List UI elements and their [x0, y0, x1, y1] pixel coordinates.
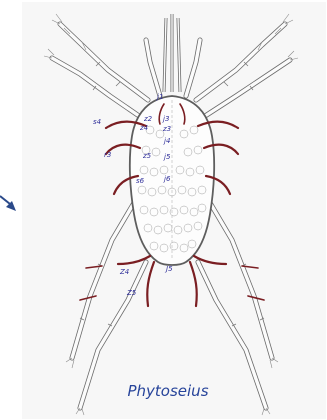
- label-z4: z4: [139, 124, 148, 132]
- label-z2: z2: [143, 115, 153, 123]
- label-s4: s4: [93, 118, 101, 126]
- genus-caption: Phytoseius: [127, 382, 208, 400]
- label-j6: j6: [163, 175, 171, 183]
- label-s6: s6: [136, 177, 145, 185]
- label-z5: z5: [142, 152, 152, 160]
- label-z3: z3: [162, 125, 171, 133]
- label-j3: j3: [162, 115, 169, 123]
- pointer-arrow-icon: [0, 196, 16, 211]
- label-j1: j1: [156, 93, 163, 101]
- label-r3: r3: [104, 151, 111, 159]
- label-Z4: Z4: [119, 268, 129, 276]
- label-j4: j4: [163, 137, 170, 145]
- label-Z5: Z5: [126, 289, 137, 297]
- label-j5: j5: [163, 153, 171, 161]
- label-J5: J5: [164, 265, 173, 273]
